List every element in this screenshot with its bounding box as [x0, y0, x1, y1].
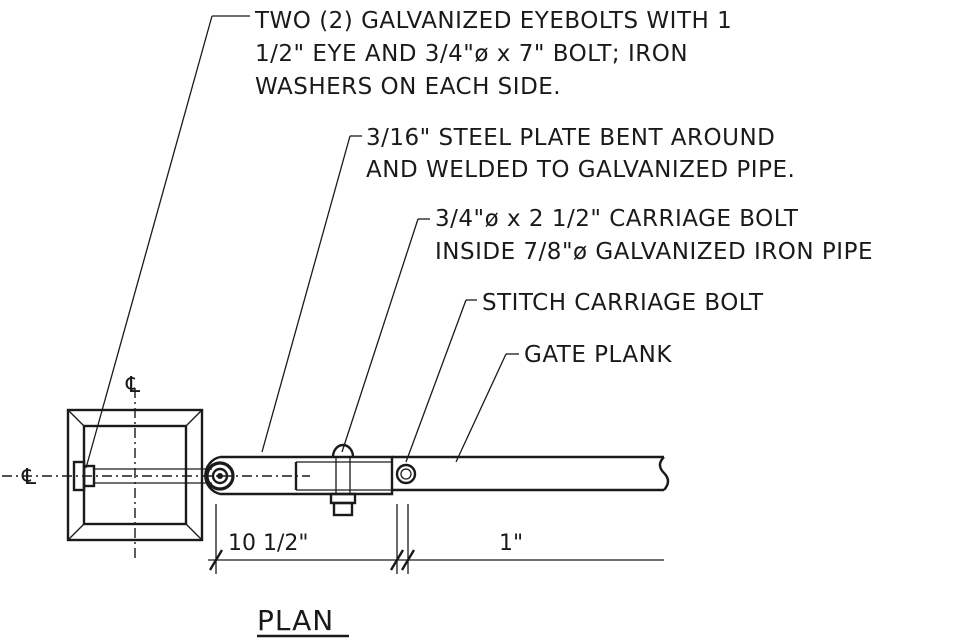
leader-carriage-bolt: [341, 218, 430, 453]
note-stitch-bolt: STITCH CARRIAGE BOLT: [482, 290, 764, 316]
note-eyebolts-line-3: WASHERS ON EACH SIDE.: [255, 74, 561, 100]
carriage-bolt: [329, 443, 357, 517]
note-plate-line-1: 3/16" STEEL PLATE BENT AROUND: [366, 125, 775, 151]
stitch-bolt: [395, 463, 417, 485]
leader-plate: [261, 135, 362, 453]
view-title: PLAN: [257, 604, 349, 638]
note-gate-plank: GATE PLANK: [524, 342, 672, 368]
view-title-text: PLAN: [257, 604, 334, 637]
dimension-left: 10 1/2": [208, 504, 405, 574]
note-plate-line-2: AND WELDED TO GALVANIZED PIPE.: [366, 157, 795, 183]
centerline-horizontal: ℄: [2, 465, 310, 490]
leader-stitch-bolt: [405, 299, 477, 463]
eyebolt: [72, 460, 212, 492]
leader-eyebolts: [85, 15, 250, 469]
note-carriage-line-1: 3/4"ø x 2 1/2" CARRIAGE BOLT: [435, 206, 799, 232]
steel-plate: [204, 455, 394, 496]
dimension-right-label: 1": [499, 531, 523, 556]
note-carriage-line-2: INSIDE 7/8"ø GALVANIZED IRON PIPE: [435, 239, 873, 265]
centerline-symbol-top: ℄: [125, 373, 141, 398]
centerline-symbol-left: ℄: [21, 465, 37, 490]
note-eyebolts-line-2: 1/2" EYE AND 3/4"ø x 7" BOLT; IRON: [255, 41, 688, 67]
gate-plank: [392, 455, 670, 492]
dimension-right: 1": [400, 504, 664, 574]
centerline-vertical: ℄: [125, 373, 141, 560]
leader-gate-plank: [455, 353, 519, 463]
note-eyebolts-line-1: TWO (2) GALVANIZED EYEBOLTS WITH 1: [254, 8, 732, 34]
dimension-left-label: 10 1/2": [228, 531, 309, 556]
hinge-pipe: [205, 461, 235, 491]
